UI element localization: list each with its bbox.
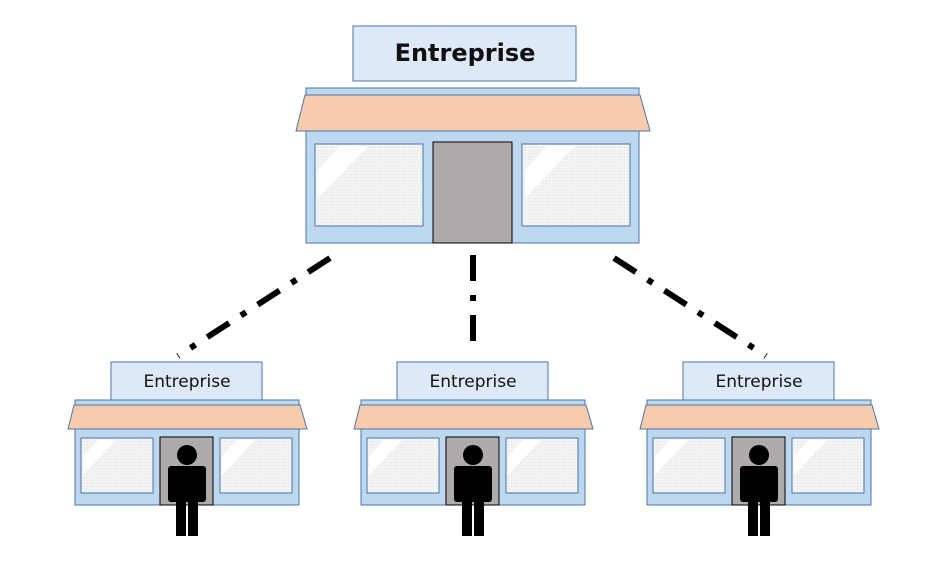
- branch-label: Entreprise: [429, 372, 516, 392]
- branch-label: Entreprise: [715, 372, 802, 392]
- branch-sign: [396, 361, 549, 401]
- person-icon: [740, 445, 778, 536]
- hq-door: [432, 141, 513, 244]
- hq-window-right: [521, 143, 631, 227]
- headquarters-building: Entreprise: [295, 25, 651, 244]
- branch-building: Entreprise: [67, 361, 308, 536]
- person-icon: [168, 445, 206, 536]
- branch-buildings: Entreprise Entreprise Entreprise: [67, 361, 880, 536]
- hq-window-left: [314, 143, 424, 227]
- branch-building: Entreprise: [353, 361, 594, 536]
- branch-awning: [639, 404, 880, 430]
- branch-label: Entreprise: [143, 372, 230, 392]
- hq-awning: [295, 94, 651, 132]
- branch-window-left: [652, 437, 726, 494]
- hq-sign: [352, 25, 577, 82]
- connector-right: [612, 255, 768, 359]
- branch-window-left: [80, 437, 154, 494]
- branch-awning: [353, 404, 594, 430]
- connector-left: [176, 255, 332, 359]
- person-icon: [454, 445, 492, 536]
- branch-window-left: [366, 437, 440, 494]
- connectors: [176, 255, 768, 359]
- branch-awning: [67, 404, 308, 430]
- branch-sign: [682, 361, 835, 401]
- branch-window-right: [505, 437, 579, 494]
- branch-building: Entreprise: [639, 361, 880, 536]
- branch-window-right: [791, 437, 865, 494]
- hq-label: Entreprise: [395, 39, 536, 67]
- branch-sign: [110, 361, 263, 401]
- branch-window-right: [219, 437, 293, 494]
